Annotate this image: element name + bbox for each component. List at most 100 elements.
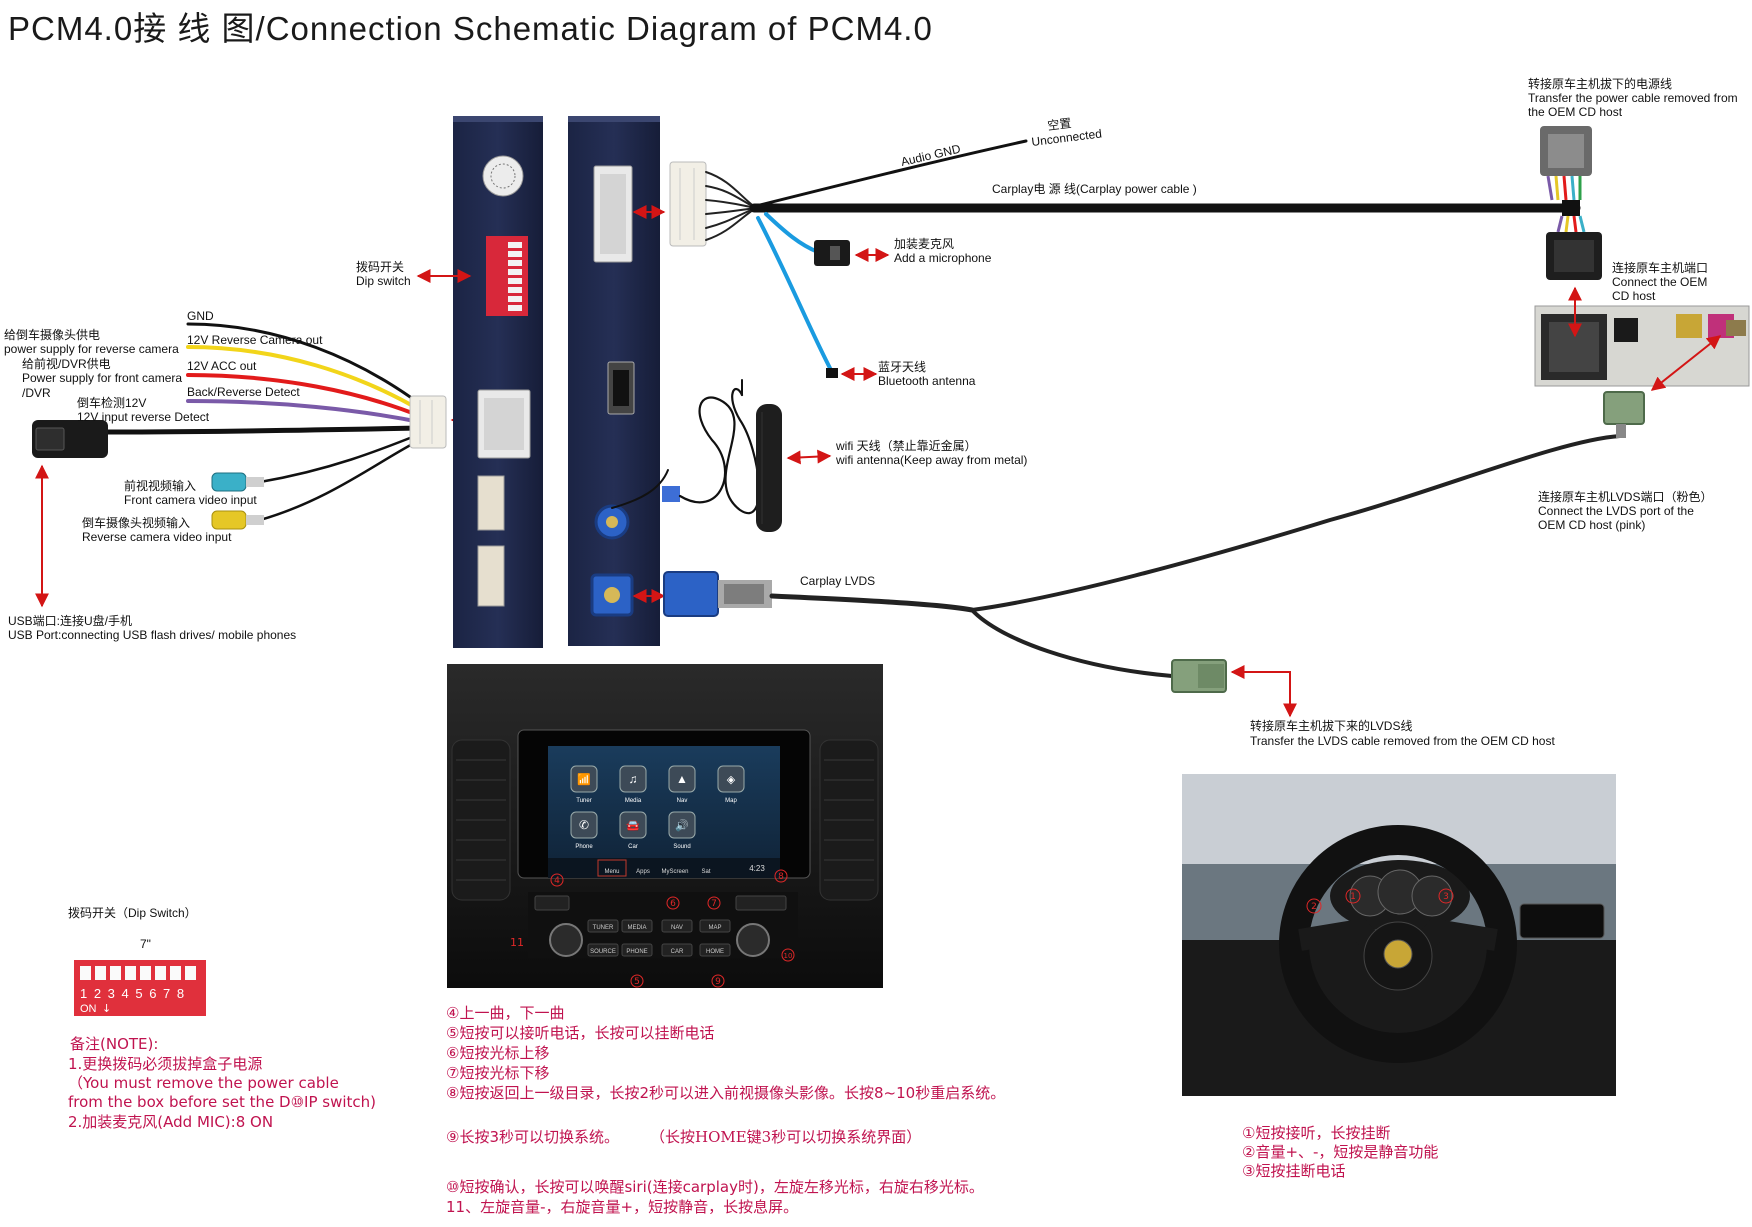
callout-11: 11 <box>510 936 524 949</box>
power-harness-connector <box>669 161 707 247</box>
front-video-wire <box>258 432 422 484</box>
left-harness: GND 12V Reverse Camera out 12V ACC out B… <box>4 309 502 642</box>
carplay-power-label: Carplay电 源 线(Carplay power cable ) <box>992 182 1197 196</box>
carplay-lvds-label: Carplay LVDS <box>800 574 875 588</box>
instruction-6: ⑥短按光标上移 <box>446 1044 549 1062</box>
oem-host: 转接原车主机拔下的电源线 Transfer the power cable re… <box>1528 76 1750 532</box>
power-removed-en2: the OEM CD host <box>1528 105 1623 119</box>
app-label-phone: Phone <box>575 844 593 850</box>
mic-wire <box>764 212 820 254</box>
lvds-port-cn: 连接原车主机LVDS端口（粉色） <box>1538 489 1712 504</box>
acc-out-wire <box>186 373 422 418</box>
dip-switch-en: Dip switch <box>356 274 411 288</box>
box-port-2 <box>477 475 505 531</box>
instruction-4: ④上一曲，下一曲 <box>446 1004 564 1022</box>
reverse-video-en: Reverse camera video input <box>82 530 232 544</box>
bluetooth-en: Bluetooth antenna <box>878 374 976 388</box>
qr-sticker <box>482 155 524 197</box>
dip-switch-cn: 拨码开关 <box>356 260 404 274</box>
wheel-instructions: ①短按接听，长按挂断 ②音量+、-，短按是静音功能 ③短按挂断电话 <box>1242 1124 1438 1180</box>
app-label-tuner: Tuner <box>576 798 591 804</box>
callout-8: 8 <box>778 872 784 882</box>
wheel-instruction-3: ③短按挂断电话 <box>1242 1162 1345 1180</box>
svg-text:📶: 📶 <box>577 773 591 786</box>
app-label-media: Media <box>625 798 642 804</box>
svg-text:🔊: 🔊 <box>675 818 689 832</box>
car-icon <box>619 811 647 839</box>
nav-icon <box>668 765 696 793</box>
page-title: PCM4.0接 线 图/Connection Schematic Diagram… <box>8 10 933 47</box>
btn-tuner: TUNER <box>593 925 614 931</box>
connect-host-en1: Connect the OEM <box>1612 275 1707 289</box>
reverse-camera-out-label: 12V Reverse Camera out <box>187 333 323 347</box>
bluetooth-antenna-tip <box>826 368 838 378</box>
svg-text:↓: ↓ <box>102 1002 111 1015</box>
callout-9: 9 <box>715 977 721 987</box>
note-line-2: （You must remove the power cable <box>68 1074 339 1092</box>
front-video-rca <box>211 472 247 492</box>
note-line-1: 1.更换拨码必须拔掉盒子电源 <box>68 1055 262 1073</box>
oem-lvds-plug <box>1603 391 1645 425</box>
svg-text:✆: ✆ <box>579 818 589 832</box>
btn-phone: PHONE <box>626 949 647 955</box>
bottom-menu: Menu <box>604 869 619 875</box>
wheel-callout-3: 3 <box>1443 892 1449 902</box>
power-front-en: Power supply for front camera <box>22 371 182 385</box>
front-video-en: Front camera video input <box>124 493 257 507</box>
power-front-en2: /DVR <box>22 386 51 400</box>
clock: 4:23 <box>749 864 765 873</box>
note-title: 备注(NOTE): <box>70 1035 158 1053</box>
callout-5: 5 <box>634 977 640 987</box>
bottom-sat: Sat <box>701 869 710 875</box>
reverse-video-rca <box>211 510 247 530</box>
note-line-4: 2.加装麦克风(Add MIC):8 ON <box>68 1113 273 1131</box>
wheel-callout-1: 1 <box>1350 892 1356 902</box>
app-icons: 📶 Tuner ♫ Media ▲ Nav ◈ Map ✆ Phone 🚘 Ca… <box>570 765 745 850</box>
wifi-antenna-body <box>756 404 782 532</box>
pcm-box-back <box>568 116 660 646</box>
mic-cn: 加装麦克风 <box>894 237 954 251</box>
reverse-detect-en: 12V input reverse Detect <box>77 410 210 424</box>
dip-section-title: 拨码开关（Dip Switch） <box>68 906 197 920</box>
svg-text:◈: ◈ <box>727 774 736 786</box>
steering-wheel-photo: 1 2 3 <box>1182 774 1616 1096</box>
bluetooth-wire <box>756 216 834 374</box>
menu-tab <box>597 859 627 877</box>
power-removed-cn: 转接原车主机拔下的电源线 <box>1528 76 1672 91</box>
btn-source: SOURCE <box>590 949 616 955</box>
reverse-detect-wire <box>186 399 422 424</box>
unconnected-cn: 空置 <box>1047 116 1073 133</box>
right-knob <box>736 923 770 957</box>
wifi-antenna: wifi 天线（禁止靠近金属） wifi antenna(Keep away f… <box>611 379 1027 532</box>
wheel-callout-2: 2 <box>1311 902 1317 912</box>
lvds-removed-cn: 转接原车主机拔下来的LVDS线 <box>1250 718 1412 733</box>
front-video-cn: 前视视频输入 <box>124 478 196 493</box>
wifi-en: wifi antenna(Keep away from metal) <box>835 453 1027 467</box>
btn-car: CAR <box>671 949 684 955</box>
instruction-11: 11、左旋音量-，右旋音量+，短按静音，长按息屏。 <box>446 1198 798 1216</box>
pcm-box-front <box>453 116 543 648</box>
power-reverse-en: power supply for reverse camera <box>4 342 179 356</box>
reverse-video-cn: 倒车摄像头视频输入 <box>82 515 190 530</box>
bottom-apps: Apps <box>636 869 650 875</box>
instruction-7: ⑦短按光标下移 <box>446 1064 549 1082</box>
power-removed-en1: Transfer the power cable removed from <box>1528 91 1738 105</box>
callout-6: 6 <box>670 899 676 909</box>
box-port-3 <box>477 545 505 607</box>
wheel-instruction-2: ②音量+、-，短按是静音功能 <box>1242 1143 1438 1161</box>
box-dip-switch <box>486 236 528 316</box>
callout-10: 10 <box>784 952 793 960</box>
dashboard-photo: 📶 Tuner ♫ Media ▲ Nav ◈ Map ✆ Phone 🚘 Ca… <box>447 664 883 988</box>
bottom-myscreen: MyScreen <box>661 869 688 875</box>
dip-size-label: 7" <box>140 937 151 951</box>
btn-map: MAP <box>708 925 721 931</box>
usb-en: USB Port:connecting USB flash drives/ mo… <box>8 628 296 642</box>
gnd-label: GND <box>187 309 214 323</box>
back-detect-label: Back/Reverse Detect <box>187 385 300 399</box>
gnd-wire <box>186 322 422 406</box>
app-label-car: Car <box>628 844 638 850</box>
dashboard-callouts: 4 6 7 8 10 11 5 9 <box>510 869 795 988</box>
button-instructions: ④上一曲，下一曲 ⑤短按可以接听电话，长按可以挂断电话 ⑥短按光标上移 ⑦短按光… <box>446 1004 1005 1216</box>
dip-numbers: 1 2 3 4 5 6 7 8 <box>80 986 186 1001</box>
steering-wheel <box>1279 825 1517 1063</box>
